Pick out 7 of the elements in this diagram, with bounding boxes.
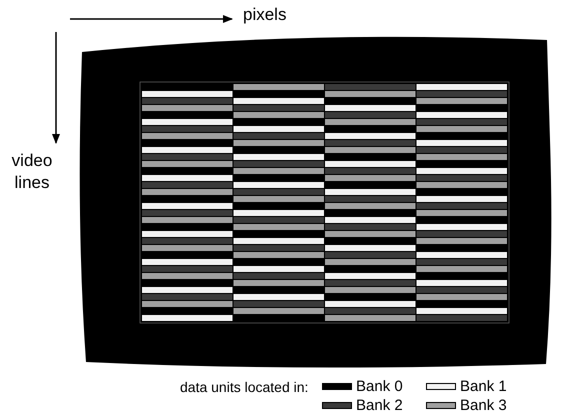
axis-label: video lines (10, 150, 54, 194)
legend-label: Bank 1 (460, 379, 507, 394)
legend-label: Bank 2 (356, 398, 403, 413)
legend-label: Bank 0 (356, 379, 403, 394)
legend-label: Bank 3 (460, 398, 507, 413)
axis-label: pixels (243, 6, 286, 23)
legend-title: data units located in: (180, 380, 308, 394)
